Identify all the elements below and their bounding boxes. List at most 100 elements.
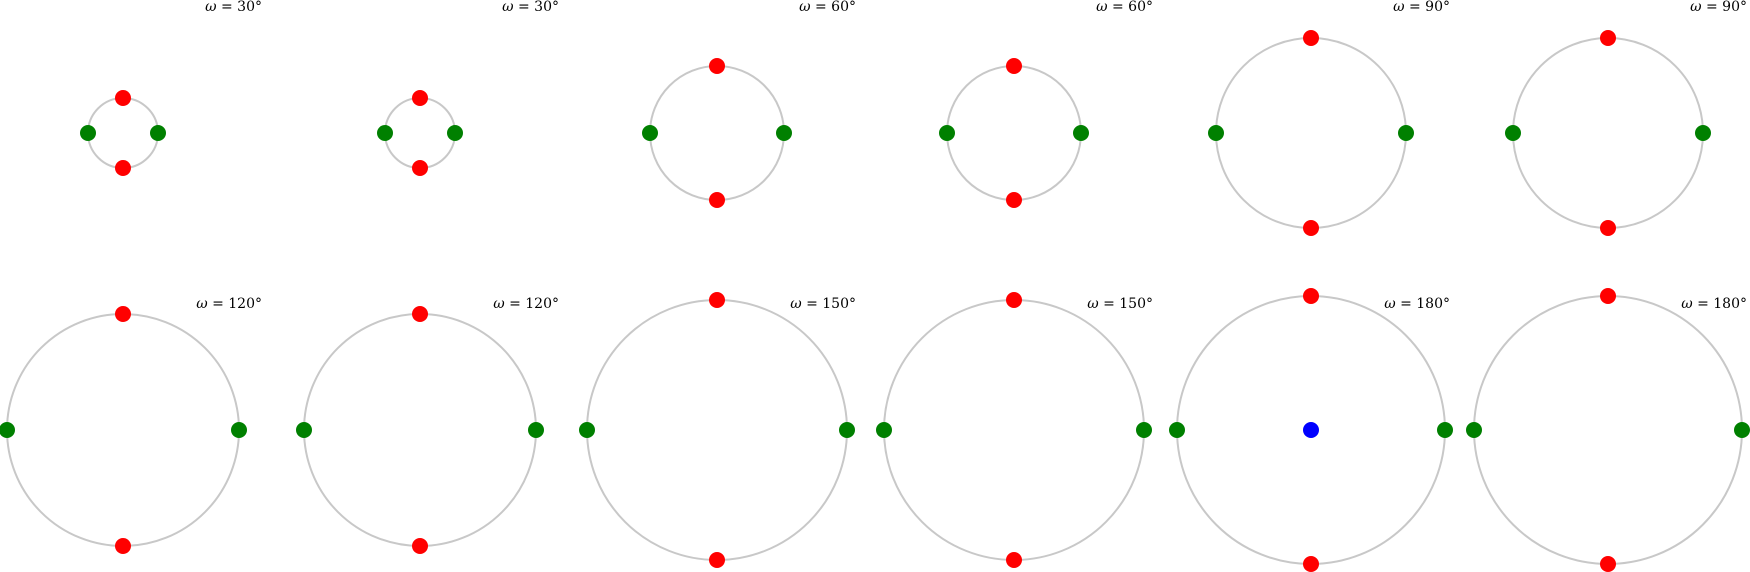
panel: ω = 60° — [939, 0, 1153, 208]
orbit-circle — [649, 65, 785, 201]
top-point — [709, 292, 725, 308]
panel-label: ω = 90° — [1393, 0, 1450, 15]
omega-symbol: ω = — [1096, 0, 1124, 15]
panel: ω = 30° — [377, 0, 559, 176]
panel: ω = 120° — [296, 296, 559, 554]
orbit-circle — [946, 65, 1082, 201]
panel: ω = 150° — [876, 292, 1153, 568]
panel: ω = 180° — [1169, 288, 1453, 572]
angle-value: 60° — [827, 0, 856, 15]
panel-label: ω = 60° — [799, 0, 856, 15]
top-point — [1303, 288, 1319, 304]
panel-label: ω = 30° — [502, 0, 559, 15]
bottom-point — [412, 160, 428, 176]
left-point — [579, 422, 595, 438]
angle-value: 30° — [233, 0, 262, 15]
omega-symbol: ω = — [205, 0, 233, 15]
omega-symbol: ω = — [1393, 0, 1421, 15]
omega-symbol: ω = — [799, 0, 827, 15]
omega-symbol: ω = — [1384, 296, 1412, 312]
bottom-point — [115, 538, 131, 554]
bottom-point — [1600, 220, 1616, 236]
top-point — [1600, 30, 1616, 46]
panel-label: ω = 150° — [1087, 296, 1153, 312]
angle-value: 120° — [224, 296, 262, 312]
panel: ω = 90° — [1505, 0, 1747, 236]
right-point — [1734, 422, 1750, 438]
angle-value: 60° — [1124, 0, 1153, 15]
panel-label: ω = 180° — [1681, 296, 1747, 312]
top-point — [709, 58, 725, 74]
panel: ω = 60° — [642, 0, 856, 208]
panel-label: ω = 60° — [1096, 0, 1153, 15]
panel-label: ω = 30° — [205, 0, 262, 15]
orbit-circle — [1512, 37, 1704, 229]
orbit-circle — [586, 299, 848, 561]
top-point — [1006, 292, 1022, 308]
panel: ω = 30° — [80, 0, 262, 176]
right-point — [231, 422, 247, 438]
omega-symbol: ω = — [493, 296, 521, 312]
left-point — [1505, 125, 1521, 141]
omega-symbol: ω = — [1087, 296, 1115, 312]
orbit-circle — [883, 299, 1145, 561]
panel: ω = 180° — [1466, 288, 1750, 572]
angle-value: 120° — [521, 296, 559, 312]
top-point — [1600, 288, 1616, 304]
orbit-circle — [303, 313, 537, 547]
top-point — [412, 306, 428, 322]
panel-label: ω = 90° — [1690, 0, 1747, 15]
omega-symbol: ω = — [196, 296, 224, 312]
panel-label: ω = 120° — [493, 296, 559, 312]
right-point — [1136, 422, 1152, 438]
omega-symbol: ω = — [1690, 0, 1718, 15]
orbit-circle — [1215, 37, 1407, 229]
center-point — [1303, 422, 1319, 438]
panel: ω = 150° — [579, 292, 856, 568]
right-point — [150, 125, 166, 141]
angle-value: 180° — [1709, 296, 1747, 312]
omega-symbol: ω = — [1681, 296, 1709, 312]
panel: ω = 120° — [0, 296, 262, 554]
orbit-circle — [384, 97, 456, 169]
left-point — [1208, 125, 1224, 141]
panel-label: ω = 120° — [196, 296, 262, 312]
omega-symbol: ω = — [790, 296, 818, 312]
top-point — [115, 90, 131, 106]
right-point — [776, 125, 792, 141]
angle-value: 90° — [1718, 0, 1747, 15]
bottom-point — [1303, 556, 1319, 572]
bottom-point — [1303, 220, 1319, 236]
orbit-circle — [87, 97, 159, 169]
orbit-circle — [6, 313, 240, 547]
left-point — [80, 125, 96, 141]
right-point — [839, 422, 855, 438]
angle-value: 150° — [818, 296, 856, 312]
left-point — [377, 125, 393, 141]
left-point — [296, 422, 312, 438]
bottom-point — [1006, 552, 1022, 568]
top-point — [1006, 58, 1022, 74]
top-point — [1303, 30, 1319, 46]
top-point — [115, 306, 131, 322]
angle-value: 90° — [1421, 0, 1450, 15]
left-point — [1466, 422, 1482, 438]
left-point — [939, 125, 955, 141]
bottom-point — [412, 538, 428, 554]
right-point — [1437, 422, 1453, 438]
left-point — [1169, 422, 1185, 438]
panel-label: ω = 180° — [1384, 296, 1450, 312]
left-point — [642, 125, 658, 141]
right-point — [1398, 125, 1414, 141]
panel: ω = 90° — [1208, 0, 1450, 236]
bottom-point — [1006, 192, 1022, 208]
right-point — [528, 422, 544, 438]
bottom-point — [115, 160, 131, 176]
bottom-point — [709, 192, 725, 208]
angle-value: 30° — [530, 0, 559, 15]
angle-value: 150° — [1115, 296, 1153, 312]
angle-value: 180° — [1412, 296, 1450, 312]
panel-label: ω = 150° — [790, 296, 856, 312]
right-point — [1695, 125, 1711, 141]
